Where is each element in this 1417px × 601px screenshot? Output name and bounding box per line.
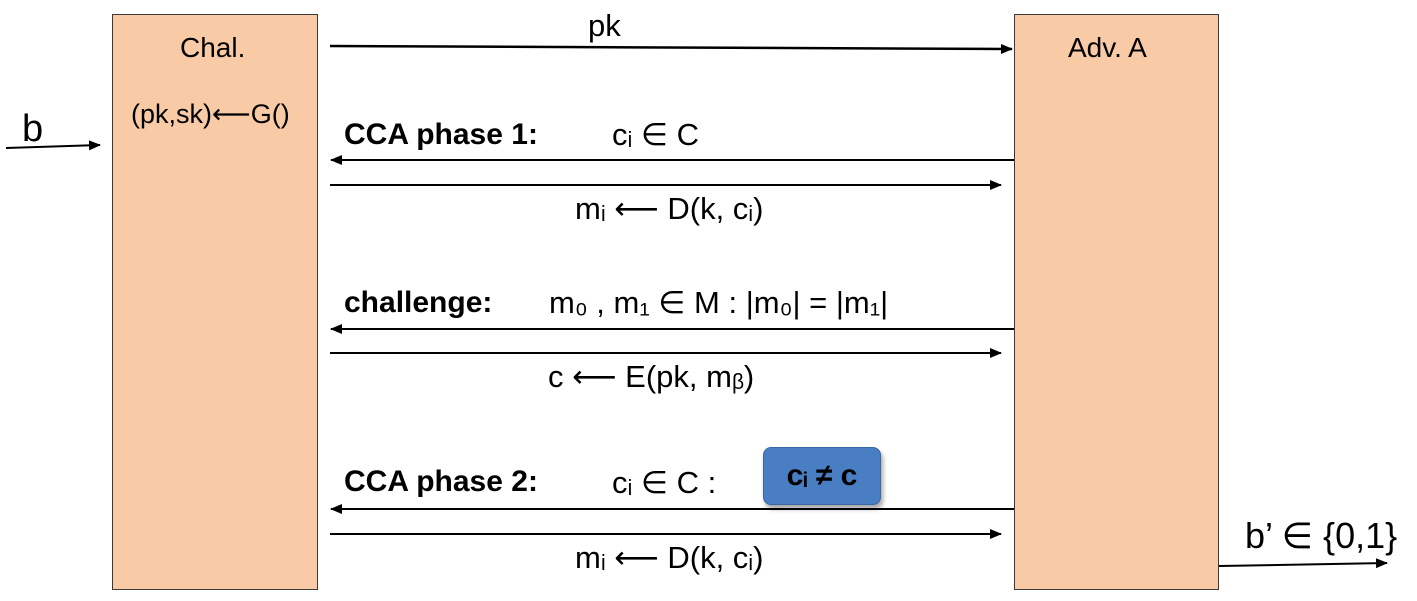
- challenge-label: challenge:: [344, 286, 493, 319]
- challenge-query: m₀ , m₁ ∈ M : |m₀| = |m₁|: [549, 285, 889, 320]
- constraint-badge: cᵢ ≠ c: [763, 447, 881, 505]
- pk-arrow: [329, 43, 1013, 54]
- phase2-query: cᵢ ∈ C :: [612, 465, 717, 500]
- phase2-response: mᵢ ⟵ D(k, cᵢ): [575, 540, 764, 575]
- challenge-response: c ⟵ E(pk, mᵦ): [548, 359, 755, 394]
- output-arrow: [1218, 558, 1388, 569]
- output-label: b’ ∈ {0,1}: [1245, 515, 1398, 556]
- challenger-keygen: (pk,sk)⟵G(): [131, 99, 290, 129]
- input-bit-label: b: [22, 108, 44, 150]
- phase1-label: CCA phase 1:: [344, 118, 538, 151]
- challenger-box: [112, 14, 318, 590]
- adversary-box: [1014, 14, 1219, 590]
- adversary-title: Adv. A: [1068, 32, 1147, 63]
- challenger-title: Chal.: [180, 32, 246, 63]
- input-arrow: [5, 140, 101, 151]
- pk-message: pk: [588, 8, 621, 43]
- phase2-label: CCA phase 2:: [344, 465, 538, 498]
- phase1-query: cᵢ ∈ C: [612, 117, 699, 152]
- phase1-response: mᵢ ⟵ D(k, cᵢ): [575, 191, 764, 226]
